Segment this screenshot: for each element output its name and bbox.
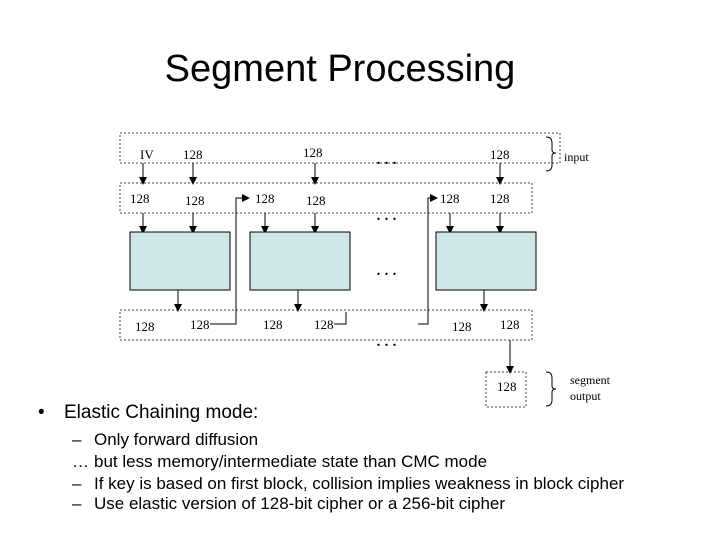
input-brace — [545, 136, 557, 172]
chain-block-1: 128 — [130, 191, 150, 206]
chain-block-3: 128 — [255, 191, 275, 206]
output-block-2: 128 — [190, 317, 210, 332]
output-ellipsis: ... — [376, 329, 400, 351]
slide-title: Segment Processing — [164, 48, 516, 90]
sub-bullet-2: … but less memory/intermediate state than… — [72, 452, 487, 472]
chain-block-6: 128 — [490, 191, 510, 206]
chain-feedback-3 — [418, 194, 438, 325]
sub-bullet-3: –If key is based on first block, collisi… — [72, 474, 624, 494]
output-block-5: 128 — [452, 319, 472, 334]
sub-bullet-1-marker: – — [72, 430, 82, 449]
output-block-4: 128 — [314, 317, 334, 332]
input-label: input — [564, 150, 589, 164]
bullet-main-text: Elastic Chaining mode: — [64, 402, 259, 423]
sub-bullet-4-marker: – — [72, 494, 82, 513]
cipher-box-1 — [129, 231, 231, 291]
output-block-6: 128 — [500, 317, 520, 332]
segment-output-block: 128 — [497, 379, 517, 394]
segment-output-label-2: output — [570, 389, 601, 403]
bullet-main: • Elastic Chaining mode: — [38, 402, 258, 424]
sub-bullet-1-text: Only forward diffusion — [94, 430, 259, 449]
sub-bullet-3-text: If key is based on first block, collisio… — [94, 474, 625, 493]
segment-output-brace — [545, 371, 557, 407]
iv-label: IV — [140, 147, 154, 162]
input-block-1: 128 — [183, 147, 203, 162]
chain-feedback-2a — [334, 312, 347, 325]
chain-ellipsis: ... — [376, 203, 400, 225]
cipher-box-2 — [249, 231, 351, 291]
sub-bullet-3-marker: – — [72, 474, 82, 493]
sub-bullet-2-marker: … — [72, 452, 89, 471]
output-row-border — [119, 309, 533, 341]
sub-bullet-4: –Use elastic version of 128-bit cipher o… — [72, 494, 505, 514]
output-block-1: 128 — [135, 319, 155, 334]
chain-block-4: 128 — [306, 193, 326, 208]
output-block-3: 128 — [263, 317, 283, 332]
chain-block-5: 128 — [440, 191, 460, 206]
sub-bullet-2-text: but less memory/intermediate state than … — [94, 452, 488, 471]
chain-row-border — [119, 182, 533, 214]
segment-output-label-1: segment — [570, 373, 611, 387]
input-ellipsis: ... — [376, 147, 400, 169]
input-row-border — [119, 132, 561, 164]
sub-bullet-1: –Only forward diffusion — [72, 430, 258, 450]
input-block-2: 128 — [303, 145, 323, 160]
cipher-ellipsis: ... — [376, 258, 400, 280]
chain-block-2: 128 — [185, 193, 205, 208]
cipher-box-3 — [435, 231, 537, 291]
input-block-3: 128 — [490, 147, 510, 162]
bullet-marker: • — [38, 402, 45, 423]
sub-bullet-4-text: Use elastic version of 128-bit cipher or… — [94, 494, 506, 513]
chain-feedback-1 — [210, 194, 250, 325]
